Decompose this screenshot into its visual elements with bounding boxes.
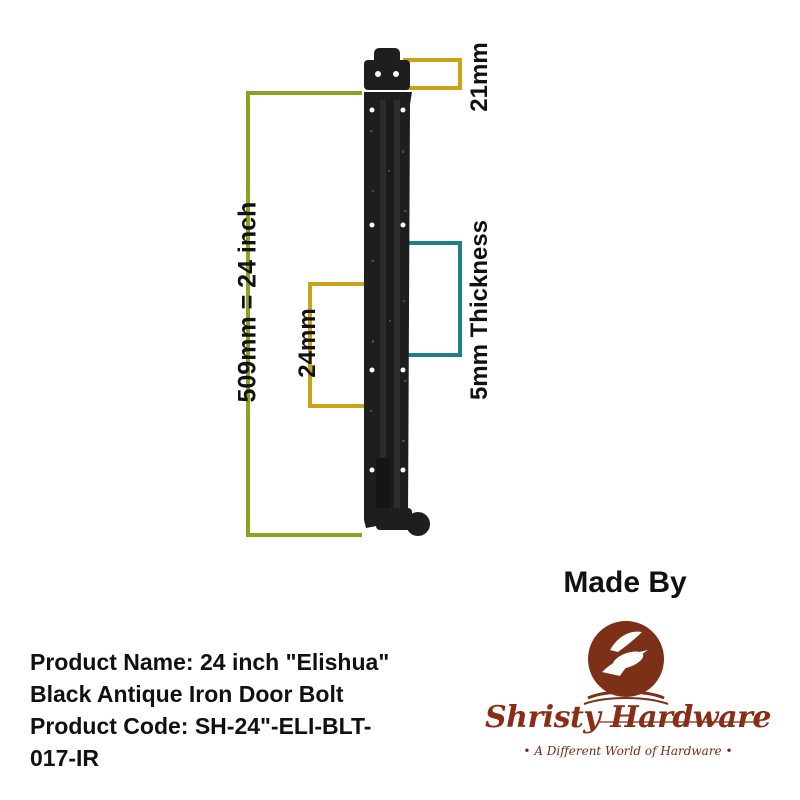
- top-dimension-label: 21mm: [466, 42, 493, 112]
- width-dimension-bracket: [308, 282, 390, 408]
- product-info: Product Name: 24 inch "Elishua" Black An…: [30, 646, 500, 774]
- brand-name: Shristy Hardware: [484, 700, 772, 735]
- product-name-line: Product Name: 24 inch "Elishua": [30, 649, 390, 675]
- thickness-dimension-bracket: [398, 241, 462, 357]
- product-code-continued-line: 017-IR: [30, 745, 100, 771]
- bolt-handle: [376, 458, 390, 518]
- bolt-knob: [406, 512, 430, 536]
- brand-tagline: • A Different World of Hardware •: [523, 744, 733, 758]
- top-dimension-bracket: [403, 58, 462, 90]
- product-description-line: Black Antique Iron Door Bolt: [30, 681, 344, 707]
- thickness-dimension-label: 5mm Thickness: [466, 219, 493, 401]
- made-by-heading: Made By: [563, 566, 687, 599]
- product-code-line: Product Code: SH-24"-ELI-BLT-: [30, 713, 372, 739]
- width-dimension-label: 24mm: [294, 308, 321, 378]
- bolt-keeper: [364, 60, 410, 90]
- door-bolt: [364, 48, 430, 536]
- brand-logo: [583, 621, 760, 723]
- height-dimension-bracket: [246, 91, 362, 537]
- height-dimension-label: 509mm = 24 inch: [233, 201, 262, 403]
